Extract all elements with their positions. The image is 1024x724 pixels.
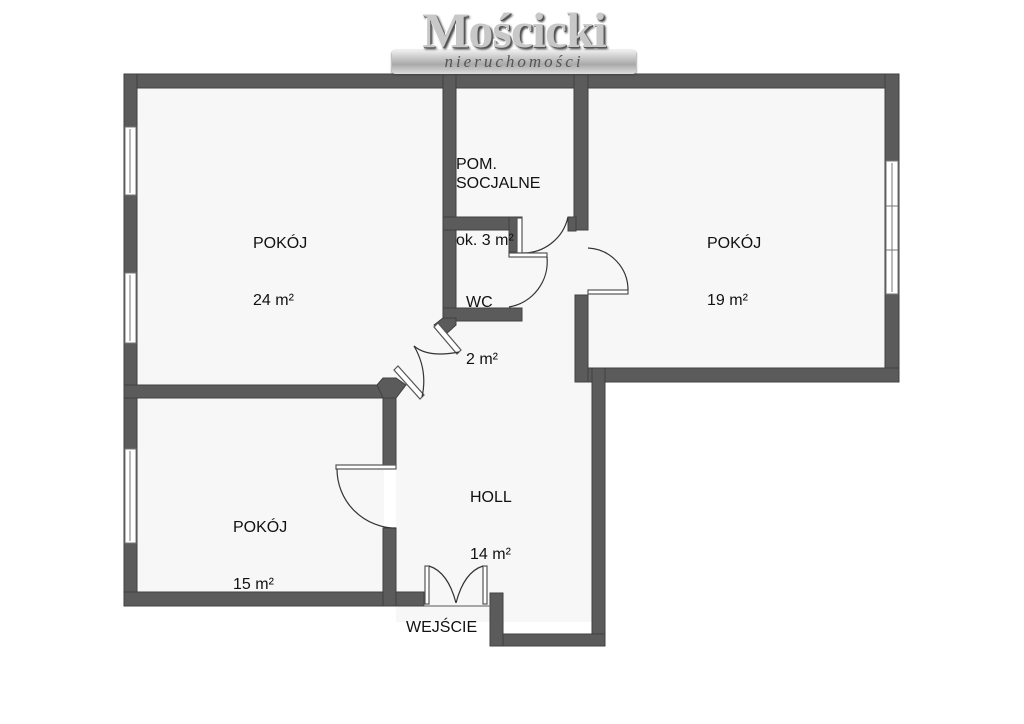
hall-label: HOLL 14 m² [470,450,512,583]
wall-large-social [442,73,457,326]
room-name: POKÓJ [253,235,308,252]
room-area: 19 m² [707,292,748,309]
wall-right-room-bottom [574,367,900,383]
logo-brand: Mościcki [422,2,607,58]
door-small-room[interactable] [335,464,397,529]
wall-bottom-left [123,591,425,607]
wc-label: WC 2 m² [466,255,498,388]
wall-jamb-diag-upper [433,317,457,336]
floor-social-room [456,88,574,217]
room-right-label: POKÓJ 19 m² [707,196,761,329]
room-name: WC [466,294,493,311]
wall-jamb-diag-lower [376,377,407,399]
doors [335,216,629,607]
room-name: POKÓJ [233,519,288,536]
floor-room-large [137,88,444,385]
logo-tagline: nieruchomości [444,52,584,71]
entrance-label: WEJŚCIE [406,619,478,636]
floor-hall [396,217,592,622]
wall-social-right [573,73,589,231]
wall-hall-bottom [489,633,606,647]
room-small-label: POKÓJ 15 m² [233,480,287,613]
room-area: 24 m² [253,292,294,309]
room-area: 15 m² [233,576,274,593]
window-left-middle [124,272,137,344]
door-right-room[interactable] [587,247,629,295]
window-left-upper [124,126,137,196]
door-wc[interactable] [508,252,548,308]
window-left-lower [124,448,137,544]
room-area: ok. 3 m² [456,232,514,249]
wall-top [123,73,900,89]
door-entrance[interactable] [424,565,490,607]
social-room-label: POM. SOCJALNE ok. 3 m² [456,117,540,269]
room-name: POKÓJ [707,235,762,252]
room-name: HOLL [470,489,512,506]
room-area: 14 m² [470,546,511,563]
wall-wc-bottom [442,307,523,322]
windows [124,126,899,544]
room-name: POM. SOCJALNE [456,156,541,192]
wall-right-room-lower [574,294,589,383]
logo: Mościcki nieruchomości [386,4,642,76]
wall-hall-right [591,367,606,647]
wall-hall-notch [489,592,504,647]
door-large-room[interactable] [393,322,462,400]
wall-large-small [123,384,397,399]
room-large-label: POKÓJ 24 m² [253,196,307,329]
logo-band [392,50,636,74]
window-right [885,160,899,295]
floor-room-right [588,88,885,368]
room-area: 2 m² [466,351,498,368]
wall-right-room-stub [567,216,577,232]
wall-small-right-lower [382,527,397,607]
